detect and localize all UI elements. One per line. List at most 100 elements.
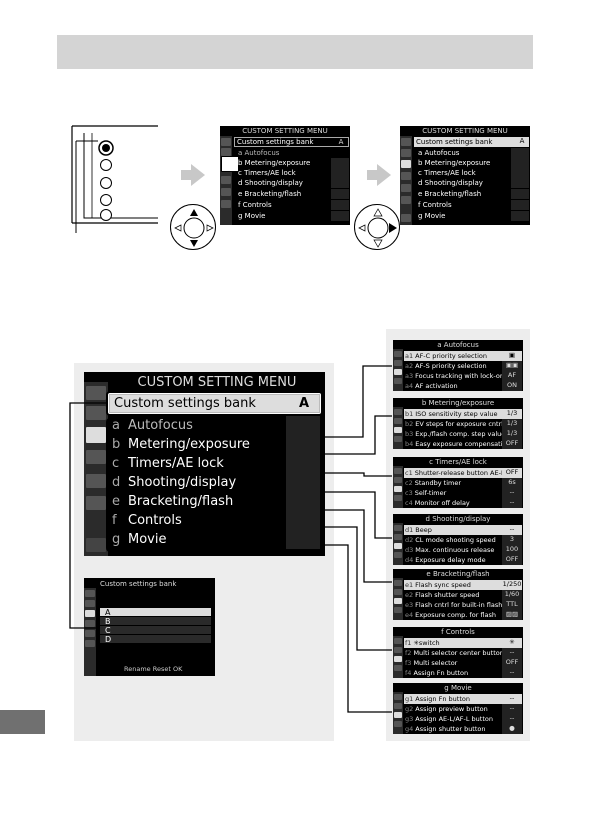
row-id: b4 xyxy=(405,439,414,448)
row-label: EV steps for exposure cntrl xyxy=(415,419,504,428)
row-label: Assign preview button xyxy=(415,704,488,713)
menu-item-label: Bracketing/flash xyxy=(128,494,234,509)
menu-row: f Controls xyxy=(238,201,272,209)
bank-option-c[interactable]: C xyxy=(105,626,111,634)
row-label: AF-C priority selection xyxy=(415,351,487,360)
menu-row: a Autofocus xyxy=(238,149,280,157)
menu-row: d Shooting/display xyxy=(418,179,483,187)
header-bar xyxy=(57,35,533,69)
shooting-tab-icon[interactable] xyxy=(86,406,106,420)
row-value: 100 xyxy=(502,545,522,555)
custom-setting-tab-icon[interactable] xyxy=(86,427,106,443)
row-value: 1/60 xyxy=(502,590,522,600)
row-id: b1 xyxy=(405,409,414,418)
row-label: Exposure comp. for flash xyxy=(415,610,497,619)
row-label: Beep xyxy=(415,525,432,534)
bank-option-d[interactable]: D xyxy=(105,635,112,643)
bank-option-b[interactable]: B xyxy=(105,617,111,625)
setup-tab-icon[interactable] xyxy=(86,450,106,464)
row-label: Shutter-release button AE-L xyxy=(414,468,505,477)
menu-row: e Bracketing/flash xyxy=(418,190,482,198)
bank-value: A xyxy=(298,396,309,411)
playback-tab-icon[interactable] xyxy=(86,386,106,400)
row-id: e3 xyxy=(405,600,414,609)
main-menu-item-e[interactable]: e Bracketing/flash xyxy=(110,492,320,511)
custom-settings-bank-row[interactable]: Custom settings bank A xyxy=(106,391,323,416)
row-id: g4 xyxy=(405,724,414,733)
row-id: b2 xyxy=(405,419,414,428)
row-value: 6s xyxy=(502,478,522,488)
row-id: d2 xyxy=(405,535,414,544)
submenu-title: b Metering/exposure xyxy=(421,399,495,407)
menu-item-letter: e xyxy=(112,494,120,509)
row-label: CL mode shooting speed xyxy=(415,535,496,544)
menu-row: Custom settings bank xyxy=(237,138,314,146)
menu-item-label: Movie xyxy=(128,532,167,547)
row-label: Self-timer xyxy=(414,488,447,497)
row-id: g2 xyxy=(405,704,414,713)
my-menu-tab-icon[interactable] xyxy=(86,496,106,510)
submenu-row-f1[interactable]: f1✳switch✳ xyxy=(404,638,522,648)
row-id: b3 xyxy=(405,429,414,438)
row-label: Multi selector center button xyxy=(413,648,504,657)
row-label: Monitor off delay xyxy=(414,498,470,507)
row-label: Flash sync speed xyxy=(415,580,471,589)
retouch-tab-icon[interactable] xyxy=(86,474,106,488)
row-id: a1 xyxy=(405,351,414,360)
row-value: ● xyxy=(502,724,522,734)
row-label: AF-S priority selection xyxy=(415,361,487,370)
row-id: c2 xyxy=(405,478,413,487)
row-value: ON xyxy=(502,381,522,391)
multi-selector-up-icon xyxy=(170,204,216,250)
menu-title: CUSTOM SETTING MENU xyxy=(242,127,328,135)
menu-row: b Metering/exposure xyxy=(418,159,491,167)
menu-row: b Metering/exposure xyxy=(238,159,311,167)
help-icon[interactable] xyxy=(86,538,106,552)
bank-option-a[interactable]: A xyxy=(105,608,111,616)
menu-item-label: Autofocus xyxy=(128,418,193,433)
menu-row: d Shooting/display xyxy=(238,179,303,187)
row-label: Assign shutter button xyxy=(415,724,486,733)
row-label: AF activation xyxy=(415,381,458,390)
menu-title: CUSTOM SETTING MENU xyxy=(422,127,508,135)
row-label: Flash cntrl for built-in flash xyxy=(415,600,503,609)
menu-row: g Movie xyxy=(418,212,446,220)
menu-title: CUSTOM SETTING MENU xyxy=(137,375,297,390)
